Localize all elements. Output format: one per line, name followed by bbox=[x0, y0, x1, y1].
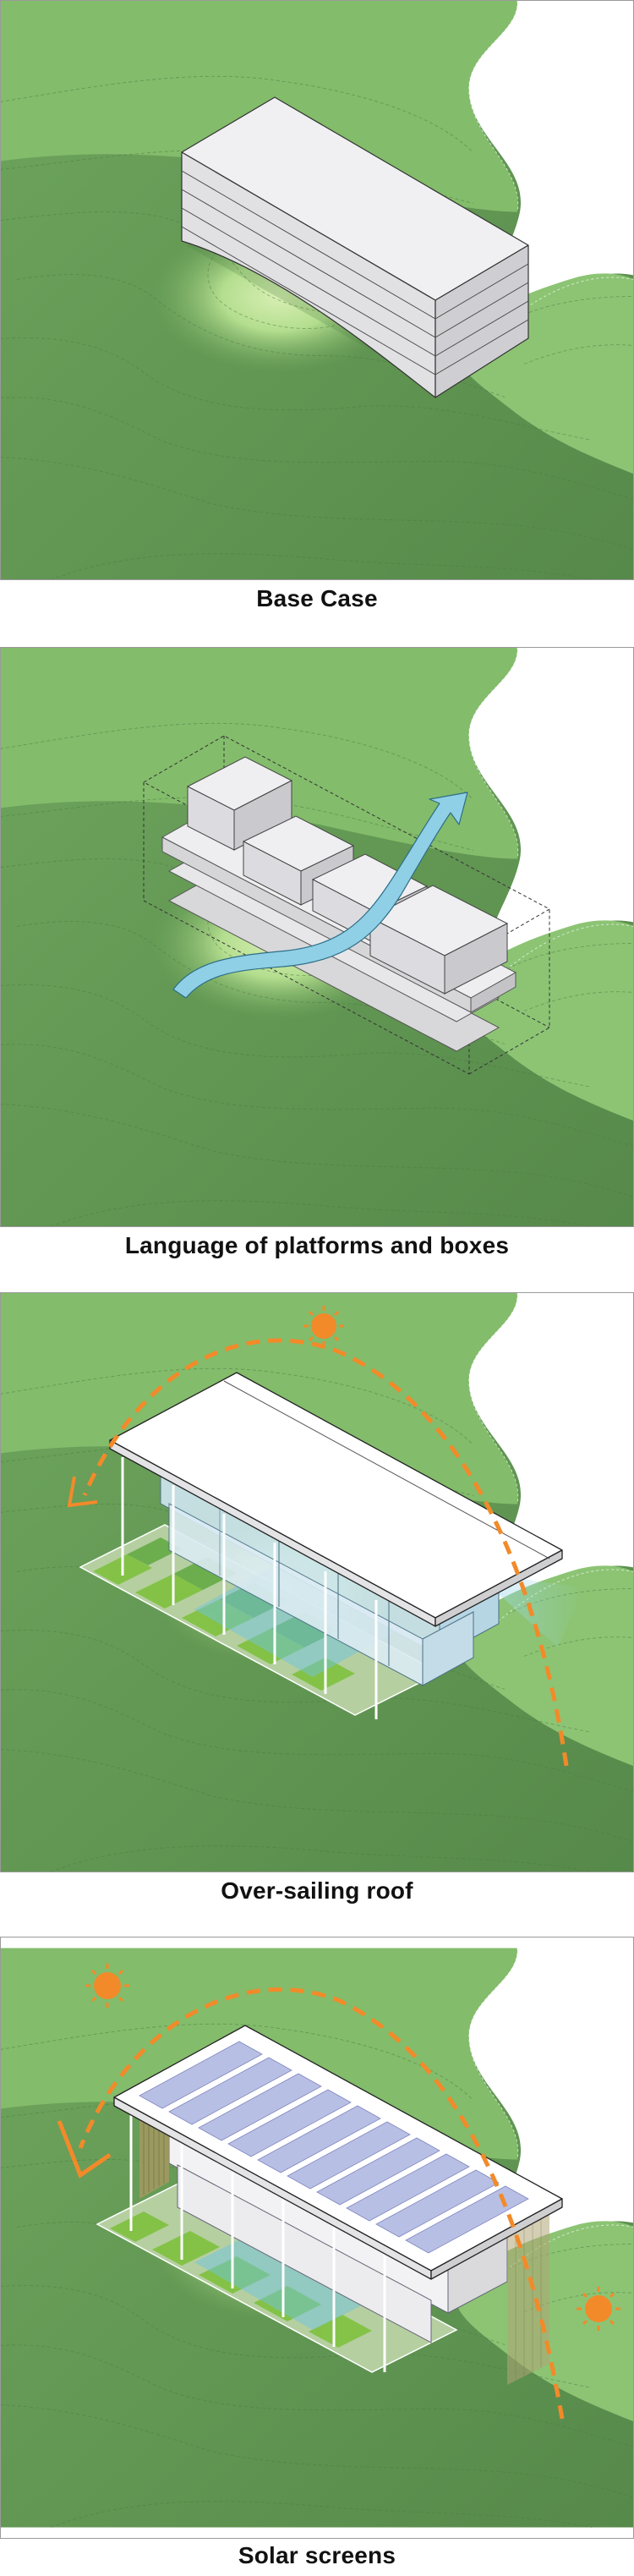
sun-icon bbox=[303, 1306, 344, 1346]
pv-panel-rows bbox=[139, 2041, 529, 2254]
sun-path-arrow-icon bbox=[78, 1987, 565, 2420]
sun-path-arrow-icon bbox=[82, 1338, 569, 1767]
sun-path-arrowhead-icon bbox=[57, 2120, 112, 2179]
sun-icon bbox=[577, 2287, 620, 2331]
caption-solar-screens: Solar screens bbox=[238, 2542, 396, 2568]
panel-base-case: Base Case bbox=[0, 0, 634, 617]
panel-platforms-boxes: Language of platforms and boxes bbox=[0, 647, 634, 1264]
panel-over-sailing-roof: Over-sailing roof bbox=[0, 1292, 634, 1910]
columns bbox=[121, 1457, 378, 1719]
caption-over-sailing-roof: Over-sailing roof bbox=[221, 1877, 413, 1904]
sun-icon bbox=[85, 1964, 129, 2008]
building-mass bbox=[181, 96, 529, 398]
solar-screens-diagram bbox=[0, 1937, 634, 2539]
sun-path-arrowhead-icon bbox=[67, 1476, 98, 1508]
ground-plane bbox=[96, 2181, 458, 2373]
caption-platforms-boxes: Language of platforms and boxes bbox=[124, 1232, 510, 1258]
over-sailing-roof bbox=[109, 1372, 563, 1627]
panel-solar-screens: Solar screens bbox=[0, 1937, 634, 2576]
over-sailing-roof-diagram bbox=[0, 1292, 634, 1872]
columns bbox=[129, 2110, 386, 2372]
base-case-diagram bbox=[0, 0, 634, 580]
caption-base-case: Base Case bbox=[256, 585, 378, 611]
platforms-boxes-diagram bbox=[0, 647, 634, 1227]
wind-arrow-icon bbox=[172, 792, 468, 999]
